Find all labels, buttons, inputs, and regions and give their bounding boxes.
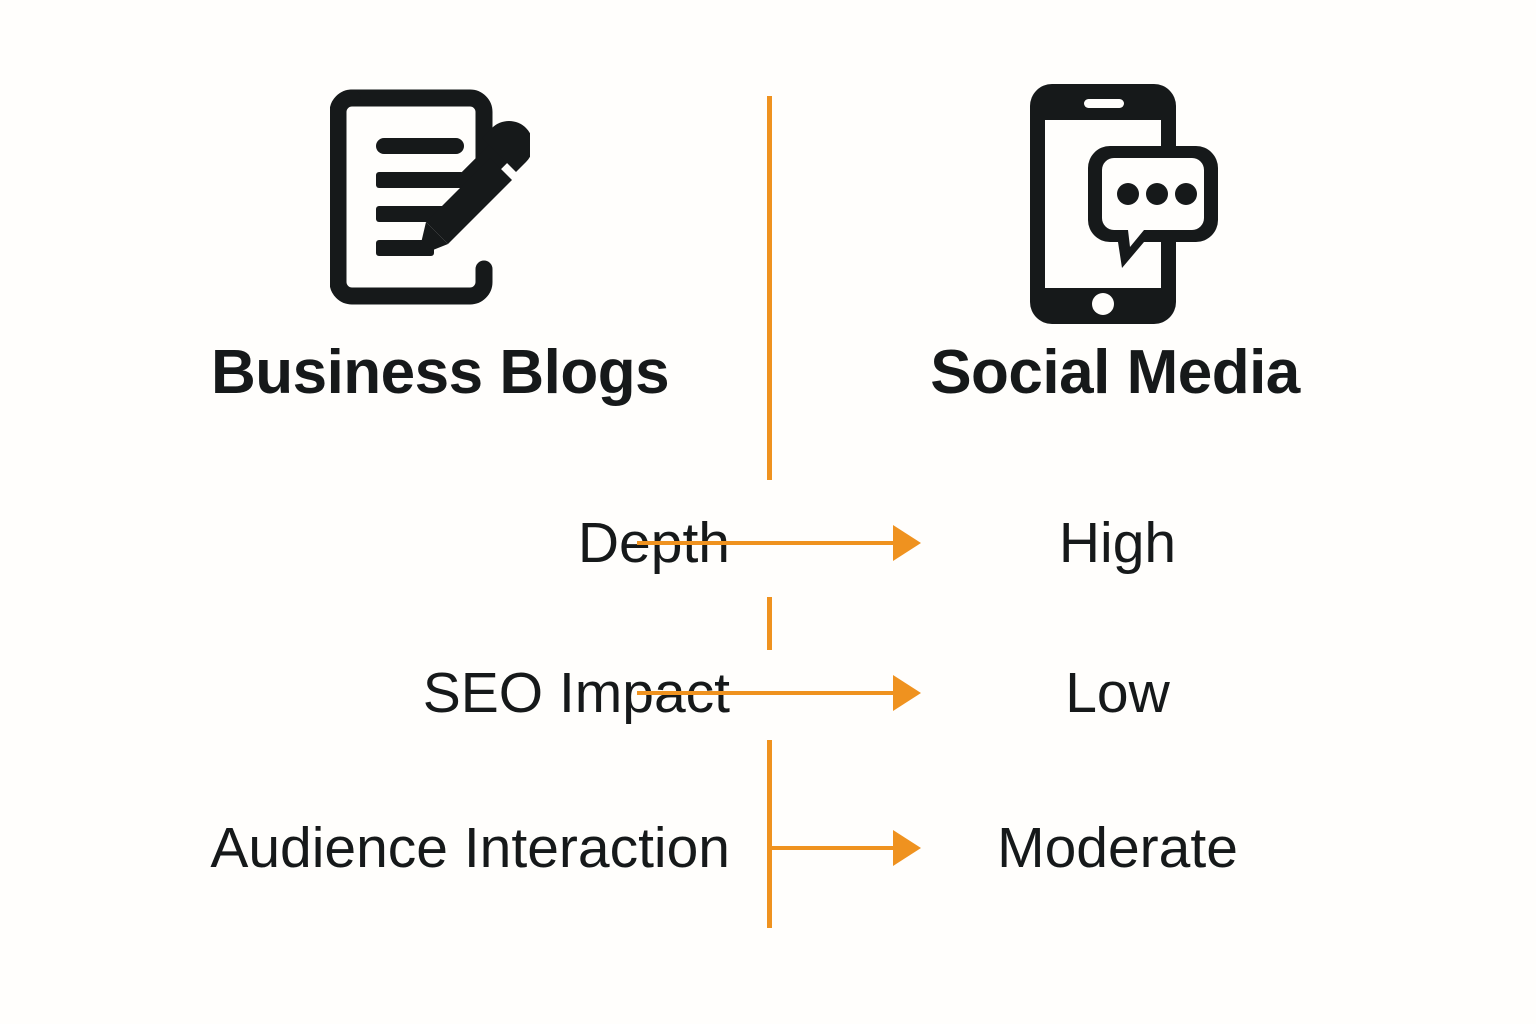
comparison-row-value: Low bbox=[1065, 661, 1170, 725]
arrow-shaft bbox=[769, 846, 895, 850]
comparison-row-label: Audience Interaction bbox=[210, 816, 730, 880]
comparison-row: Depth High bbox=[0, 503, 1536, 583]
arrow-head bbox=[893, 525, 921, 561]
arrow-right-icon bbox=[769, 808, 922, 888]
smartphone-chat-icon bbox=[1030, 84, 1220, 324]
column-heading-social-media: Social Media bbox=[930, 338, 1300, 407]
comparison-row: SEO Impact Low bbox=[0, 653, 1536, 733]
document-pencil-icon bbox=[329, 84, 534, 310]
comparison-row-label: Depth bbox=[577, 511, 730, 575]
comparison-row: Audience Interaction Moderate bbox=[0, 808, 1536, 888]
divider-segment-bottom bbox=[767, 740, 772, 928]
comparison-row-value: Moderate bbox=[997, 816, 1238, 880]
arrow-shaft bbox=[637, 541, 895, 545]
comparison-row-value: High bbox=[1058, 511, 1177, 575]
arrow-head bbox=[893, 830, 921, 866]
divider-segment-top bbox=[767, 96, 772, 480]
arrow-head bbox=[893, 675, 921, 711]
comparison-row-label: SEO Impact bbox=[422, 661, 730, 725]
arrow-shaft bbox=[637, 691, 895, 695]
arrow-right-icon bbox=[637, 503, 922, 583]
arrow-right-icon bbox=[637, 653, 922, 733]
column-heading-business-blogs: Business Blogs bbox=[210, 338, 670, 407]
divider-segment-middle bbox=[767, 597, 772, 650]
